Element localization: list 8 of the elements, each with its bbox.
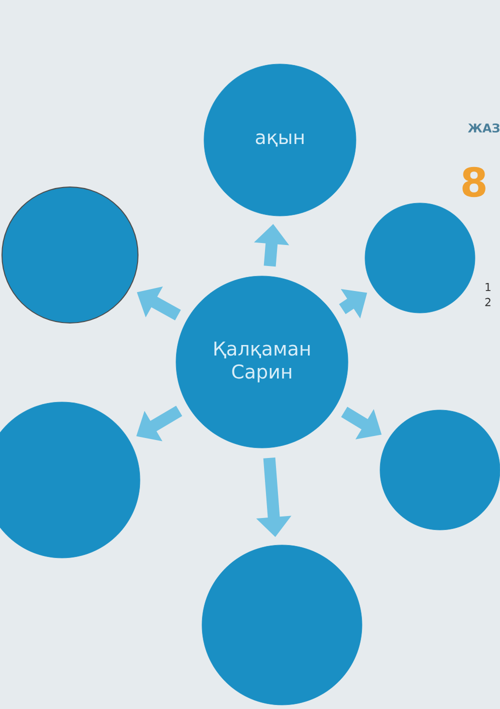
empty-circle (380, 410, 500, 530)
empty-circle (202, 544, 362, 706)
empty-circle (2, 186, 138, 324)
page-text: 2 (485, 298, 490, 306)
page-text: ЖАЗ (468, 123, 500, 133)
page-text: 1 (486, 283, 490, 291)
empty-circle (364, 202, 476, 314)
page-text: 8 (462, 166, 486, 198)
